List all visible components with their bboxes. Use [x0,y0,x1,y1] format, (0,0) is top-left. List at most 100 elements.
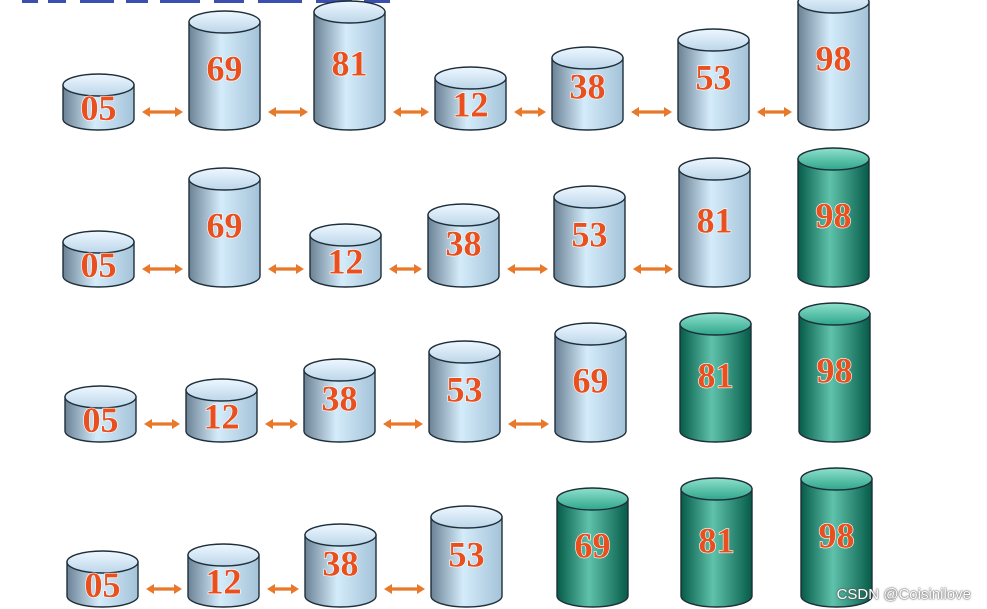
cylinder-value-label: 05 [85,565,121,605]
cylinder-value-label: 98 [819,516,855,556]
cylinder-value-label: 12 [453,85,489,125]
cylinder-unsorted: 53 [553,185,626,288]
swap-arrow [142,107,183,117]
cylinder-top [678,157,751,181]
cylinder-value-label: 38 [322,379,358,419]
cylinder-value-label: 69 [207,49,243,89]
cylinder-sorted: 98 [800,467,873,608]
swap-arrow [631,107,672,117]
cylinder-body [679,323,752,443]
cylinder-value-label: 53 [449,535,485,575]
cylinder-unsorted: 12 [434,66,507,131]
swap-arrow [389,264,422,274]
swap-arrow [393,107,429,117]
cylinder-sorted: 98 [798,302,871,443]
cylinder-unsorted: 12 [309,223,382,288]
cylinder-value-label: 81 [698,356,734,396]
cylinder-top [66,550,139,574]
cylinder-unsorted: 53 [430,505,503,608]
cylinder-value-label: 12 [328,242,364,282]
cylinder-top [430,505,503,529]
cylinder-top [428,340,501,364]
cylinder-top [313,0,386,24]
cylinder-body [798,313,871,443]
swap-arrow [508,419,549,429]
cylinder-unsorted: 53 [428,340,501,443]
cylinder-value-label: 69 [575,526,611,566]
cylinder-top [556,487,629,511]
cylinder-body [304,534,377,608]
cylinder-top [185,378,258,402]
cylinder-unsorted: 98 [797,0,870,131]
swap-arrow [383,419,423,429]
cylinder-body [188,21,261,131]
cylinder-body [303,369,376,443]
cylinder-unsorted: 05 [62,73,135,131]
cylinder-top [554,322,627,346]
cylinder-top [188,10,261,34]
cylinder-unsorted: 12 [185,378,258,443]
cylinder-body [428,351,501,443]
cylinder-top [551,46,624,70]
cylinder-sorted: 81 [679,312,752,443]
swap-arrow [507,264,548,274]
cylinder-body [185,389,258,443]
cylinder-sorted: 69 [556,487,629,608]
cylinder-value-label: 38 [323,544,359,584]
cylinder-value-label: 81 [697,201,733,241]
cylinder-value-label: 69 [207,206,243,246]
cylinder-value-label: 53 [696,58,732,98]
swap-arrow [268,107,308,117]
cylinder-value-label: 38 [570,67,606,107]
cylinder-top [553,185,626,209]
cylinder-value-label: 38 [446,224,482,264]
cylinder-unsorted: 05 [62,230,135,288]
cylinder-value-label: 98 [817,351,853,391]
cylinder-top [680,477,753,501]
cylinder-value-label: 12 [204,397,240,437]
cylinder-unsorted: 69 [188,167,261,288]
swap-arrow [267,584,299,594]
cylinder-unsorted: 05 [66,550,139,608]
cylinder-value-label: 81 [332,44,368,84]
cylinder-unsorted: 81 [313,0,386,131]
cylinder-top [427,203,500,227]
cylinder-unsorted: 12 [187,543,260,608]
cylinder-value-label: 81 [699,521,735,561]
cylinder-value-label: 53 [572,215,608,255]
swap-arrow [146,584,182,594]
cylinder-unsorted: 38 [304,523,377,608]
cylinder-body [64,396,137,443]
swap-arrow [384,584,425,594]
cylinder-top [679,312,752,336]
cylinder-body [680,488,753,608]
cylinder-top [303,358,376,382]
cylinder-sorted: 98 [797,147,870,288]
cylinder-top [797,0,870,14]
cylinder-top [800,467,873,491]
cylinder-top [62,73,135,97]
cylinder-body [187,554,260,608]
cylinder-body [62,241,135,288]
cylinder-unsorted: 69 [188,10,261,131]
swap-arrow [144,419,180,429]
swap-arrow [633,264,673,274]
cylinder-body [797,1,870,131]
cylinder-top [798,302,871,326]
cylinder-unsorted: 05 [64,385,137,443]
cylinder-body [797,158,870,288]
cylinder-unsorted: 81 [678,157,751,288]
cylinder-body [800,478,873,608]
swap-arrow [757,107,792,117]
cylinder-body [553,196,626,288]
cylinder-body [434,77,507,131]
cylinder-body [430,516,503,608]
cylinder-value-label: 98 [816,196,852,236]
cylinder-body [551,57,624,131]
cylinder-top [62,230,135,254]
cylinder-top [434,66,507,90]
swap-arrow [142,264,183,274]
cylinder-top [309,223,382,247]
